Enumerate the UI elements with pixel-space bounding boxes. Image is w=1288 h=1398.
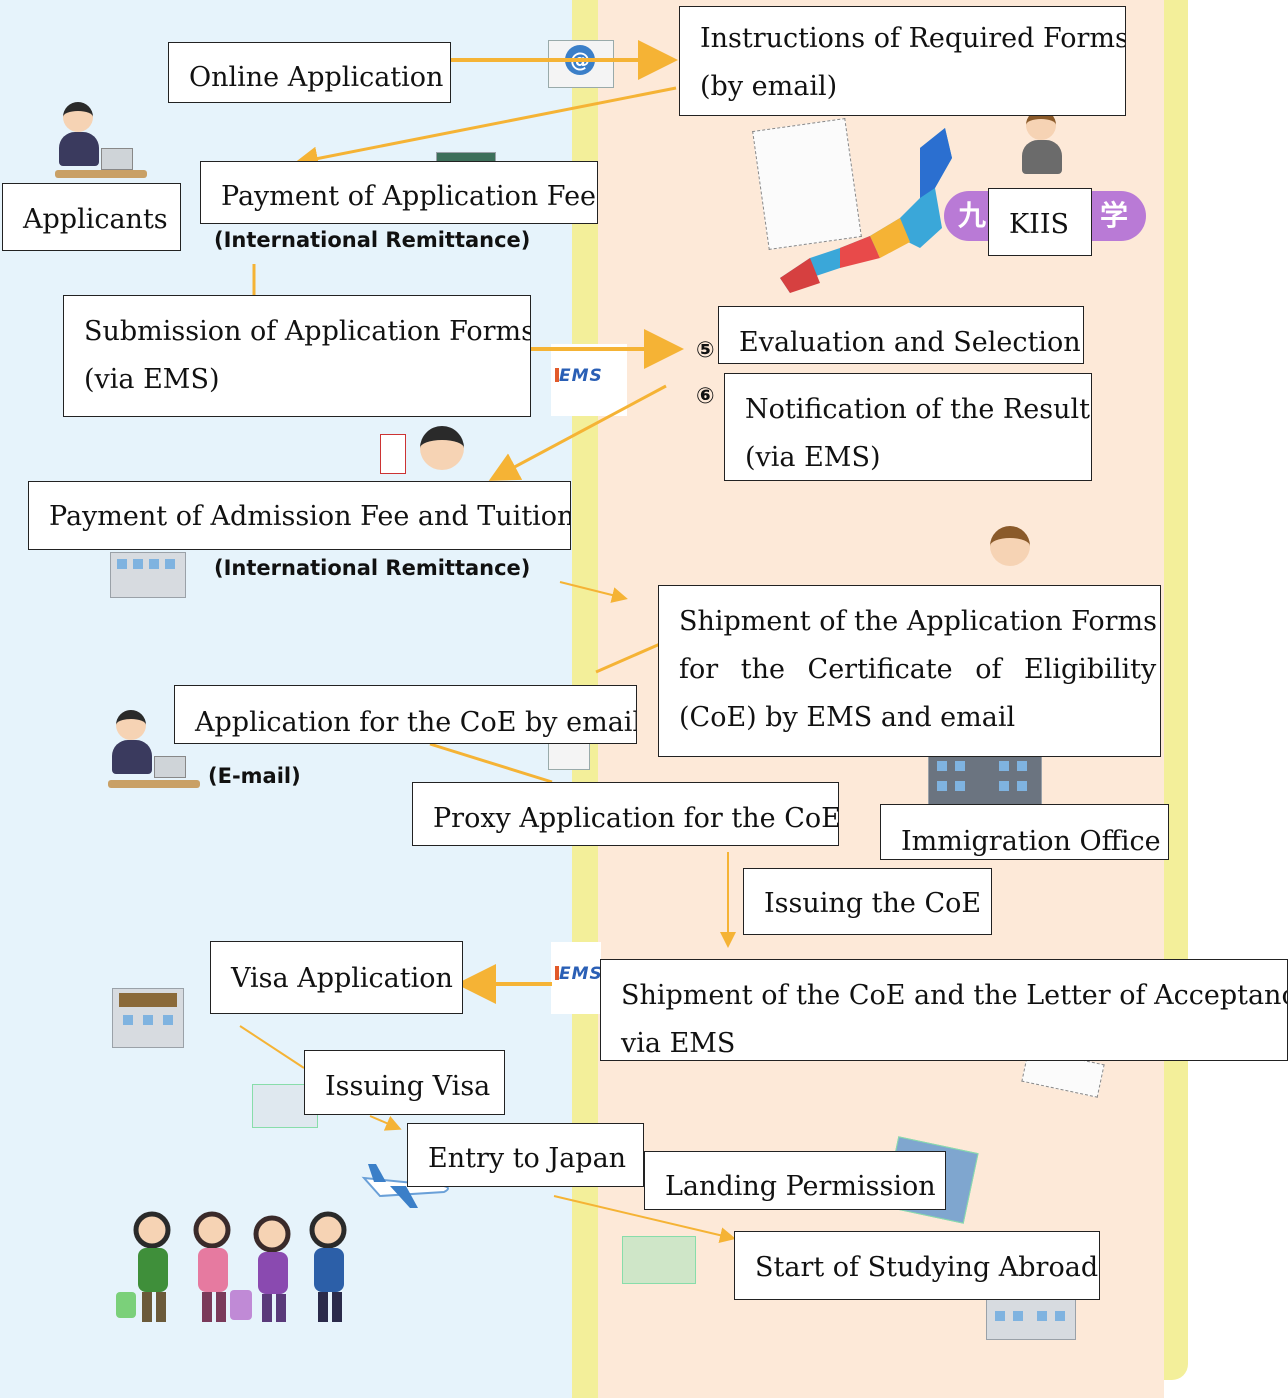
shipment-coe-box: Shipment of the CoE and the Letter of Ac… xyxy=(600,959,1288,1061)
immigration-office-box: Immigration Office xyxy=(880,804,1169,860)
email-icon xyxy=(548,740,590,770)
instructions-line-1: Instructions of Required Forms xyxy=(700,23,1126,54)
applicant-at-computer-icon xyxy=(55,100,155,190)
arrow-issuing-to-entry xyxy=(369,1115,402,1131)
kiis-banner-tail: 学 xyxy=(1099,199,1128,232)
visa-application-box: Visa Application xyxy=(210,941,463,1014)
notification-line-1: Notification of the Result xyxy=(745,394,1090,425)
landing-permission-box: Landing Permission xyxy=(644,1151,946,1210)
kiis-banner-text: 九 xyxy=(958,199,987,232)
arrow-instructions-to-payment xyxy=(294,86,677,171)
proxy-application-label: Proxy Application for the CoE xyxy=(433,803,839,834)
ems-icon: EMS xyxy=(551,942,603,1014)
ems-icon: EMS xyxy=(551,344,627,416)
embassy-building-icon xyxy=(112,988,184,1048)
line-shipment-to-application xyxy=(595,642,661,674)
shipment-coe-line-1: Shipment of the CoE and the Letter of Ac… xyxy=(621,980,1288,1011)
shipment-forms-line-1: Shipment of the Application Forms xyxy=(679,606,1157,637)
application-coe-box: Application for the CoE by email xyxy=(174,685,637,744)
shipment-forms-box: Shipment of the Application Forms for th… xyxy=(658,585,1161,757)
step-marker-6: ⑥ xyxy=(696,384,715,409)
happy-student-icon xyxy=(380,424,470,484)
bank-building-icon xyxy=(110,552,186,598)
submission-line-1: Submission of Application Forms xyxy=(84,316,531,347)
online-application-box: Online Application xyxy=(168,42,451,103)
lane-edge xyxy=(1164,0,1188,1380)
kiis-label: KIIS xyxy=(1009,209,1069,240)
entry-japan-label: Entry to Japan xyxy=(428,1143,627,1174)
ems-label: EMS xyxy=(559,366,603,386)
arrow-entry-to-start xyxy=(553,1195,736,1244)
immigration-office-label: Immigration Office xyxy=(901,826,1161,857)
japan-map-icon xyxy=(780,128,952,293)
notification-box: Notification of the Result (via EMS) xyxy=(724,373,1092,481)
line-application-to-proxy xyxy=(429,742,553,784)
submission-line-2: (via EMS) xyxy=(84,364,220,395)
arrow-remittance-to-shipment xyxy=(559,581,628,603)
remittance-note: (International Remittance) xyxy=(214,228,531,252)
payment-application-fee-label: Payment of Application Fee xyxy=(221,181,597,212)
issuing-visa-label: Issuing Visa xyxy=(325,1071,491,1102)
immigration-office-building-icon xyxy=(928,752,1042,808)
ems-label: EMS xyxy=(559,964,603,984)
staff-with-headset-icon xyxy=(980,522,1040,582)
issuing-coe-box: Issuing the CoE xyxy=(743,868,992,935)
issuing-coe-label: Issuing the CoE xyxy=(764,888,982,919)
start-studying-box: Start of Studying Abroad xyxy=(734,1231,1100,1300)
travelling-students-icon xyxy=(116,1211,347,1322)
issuing-visa-box: Issuing Visa xyxy=(304,1050,505,1115)
payment-application-fee-box: Payment of Application Fee xyxy=(200,161,598,224)
entry-japan-box: Entry to Japan xyxy=(407,1123,644,1187)
visa-application-label: Visa Application xyxy=(231,963,453,994)
notification-line-2: (via EMS) xyxy=(745,442,881,473)
instructions-line-2: (by email) xyxy=(700,71,838,102)
submission-box: Submission of Application Forms (via EMS… xyxy=(63,295,531,417)
payment-admission-box: Payment of Admission Fee and Tuition xyxy=(28,481,571,550)
kiis-box: KIIS xyxy=(988,188,1092,256)
shipment-forms-line-2: for the Certificate of Eligibility xyxy=(679,654,1157,685)
application-coe-label: Application for the CoE by email xyxy=(195,707,637,738)
line-visa-to-issuing xyxy=(239,1025,305,1069)
evaluation-label: Evaluation and Selection xyxy=(739,327,1081,358)
start-studying-label: Start of Studying Abroad xyxy=(755,1252,1099,1283)
payment-admission-label: Payment of Admission Fee and Tuition xyxy=(49,501,571,532)
applicant-at-computer-icon xyxy=(108,708,208,798)
applicants-label: Applicants xyxy=(23,204,168,235)
shipment-coe-line-2: via EMS xyxy=(621,1028,736,1059)
online-application-label: Online Application xyxy=(189,62,444,93)
evaluation-box: Evaluation and Selection xyxy=(718,306,1084,364)
instructions-box: Instructions of Required Forms (by email… xyxy=(679,6,1126,116)
proxy-application-box: Proxy Application for the CoE xyxy=(412,782,839,846)
landing-permission-label: Landing Permission xyxy=(665,1171,936,1202)
step-marker-5: ⑤ xyxy=(696,338,715,363)
applicants-box: Applicants xyxy=(2,183,181,251)
email-note: (E-mail) xyxy=(208,764,301,788)
remittance-note: (International Remittance) xyxy=(214,556,531,580)
arrow-notification-to-payment xyxy=(488,384,667,481)
shipment-forms-line-3: (CoE) by EMS and email xyxy=(679,702,1016,733)
residence-card-icon xyxy=(622,1236,696,1284)
